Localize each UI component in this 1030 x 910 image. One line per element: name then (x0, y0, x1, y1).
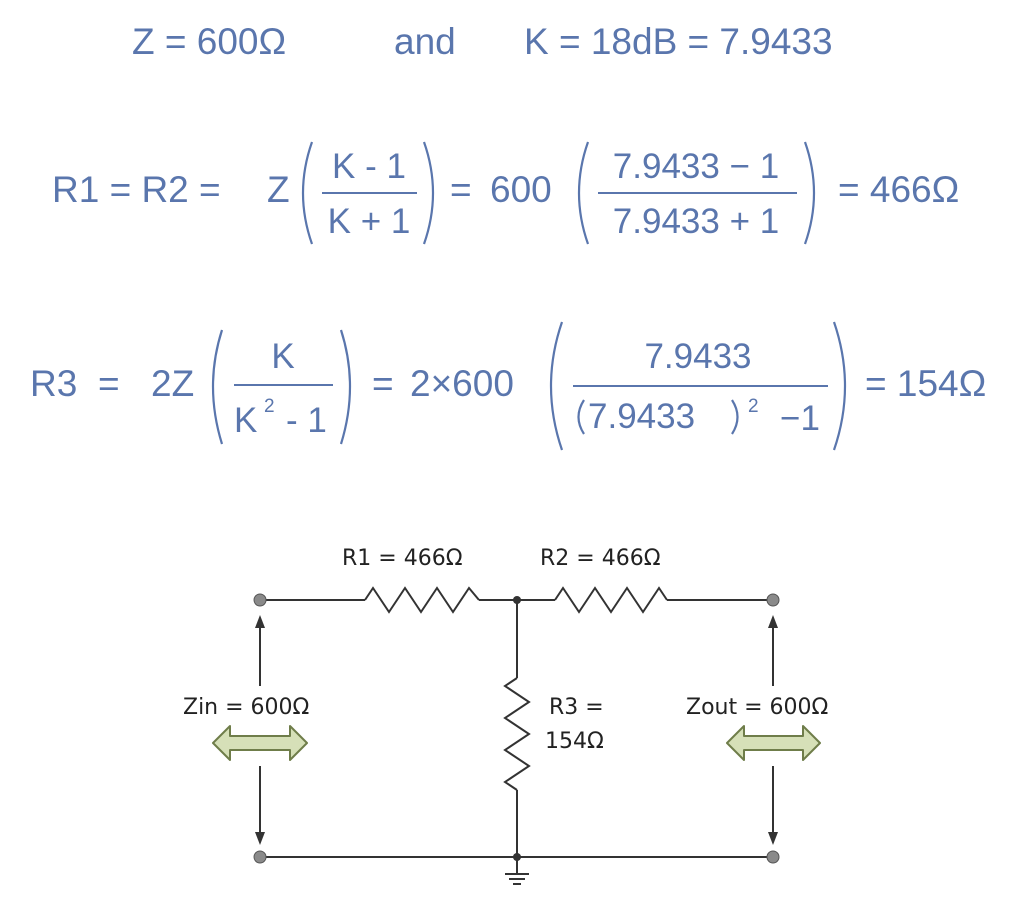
arrow-down-icon (768, 766, 778, 845)
eq2-den-exponent: 2 (264, 396, 275, 417)
eq1-z-symbol: Z (267, 169, 290, 210)
eq2-coef-value: 2×600 (410, 363, 514, 404)
output-terminal-bottom (766, 850, 780, 864)
eq2-inner-right-paren (731, 399, 739, 435)
input-terminal-top (253, 593, 267, 607)
arrow-up-icon (255, 615, 265, 686)
zin-label: Zin = 600Ω (183, 695, 309, 720)
zout-label: Zout = 600Ω (686, 695, 828, 720)
double-arrow-icon (212, 725, 308, 761)
r3-label-line1: R3 = (549, 695, 604, 720)
eq2-left-paren (211, 329, 224, 445)
eq2-numerator: K (271, 337, 294, 376)
eq2-equals: = (372, 363, 394, 404)
eq1-denominator: K + 1 (328, 202, 411, 241)
eq1-left-paren (301, 141, 314, 245)
eq2-value-den-exponent: 2 (748, 396, 759, 417)
eq2-equals-sign: = (98, 363, 120, 404)
resistor-icon (364, 586, 480, 614)
junction-dot (513, 853, 521, 861)
t-pad-circuit: R1 = 466Ω R2 = 466Ω R3 = 154Ω Zin = 600Ω… (183, 546, 828, 885)
eq2-lhs: R3 (30, 363, 77, 404)
eq1-value-left-paren (577, 141, 590, 245)
resistor-icon (503, 677, 531, 791)
equation-r1-r2: R1 = R2 = Z K - 1 K + 1 = 600 7.9433 − 1… (52, 141, 959, 245)
eq2-right-paren (339, 329, 352, 445)
arrow-down-icon (255, 766, 265, 845)
header-line: Z = 600Ω and K = 18dB = 7.9433 (132, 21, 833, 62)
ground-icon (505, 857, 529, 885)
eq2-coef-symbol: 2Z (151, 363, 194, 404)
eq2-value-numerator: 7.9433 (644, 337, 751, 376)
eq1-equals: = (450, 169, 472, 210)
eq1-result: = 466Ω (838, 169, 959, 210)
eq2-inner-left-paren (577, 399, 585, 435)
r1-label: R1 = 466Ω (342, 546, 463, 571)
eq2-value-den: 7.9433 (588, 397, 695, 436)
eq1-numerator: K - 1 (332, 147, 406, 186)
output-terminal-top (766, 593, 780, 607)
arrow-up-icon (768, 615, 778, 686)
header-and: and (394, 21, 456, 62)
eq1-value-numerator: 7.9433 − 1 (613, 147, 779, 186)
header-k-value: K = 18dB = 7.9433 (524, 21, 833, 62)
eq2-value-right-paren (832, 321, 847, 451)
eq2-value-left-paren (549, 321, 564, 451)
eq2-value-den-rest: −1 (780, 399, 820, 438)
r2-label: R2 = 466Ω (540, 546, 661, 571)
input-terminal-bottom (253, 850, 267, 864)
eq2-result: = 154Ω (865, 363, 986, 404)
eq2-den-k: K (234, 401, 257, 440)
eq1-coefficient: 600 (490, 169, 552, 210)
eq2-den-rest: - 1 (286, 401, 327, 440)
eq1-right-paren (422, 141, 435, 245)
eq1-value-right-paren (803, 141, 816, 245)
r3-label-line2: 154Ω (545, 729, 604, 754)
eq1-lhs: R1 = R2 = (52, 169, 221, 210)
header-z-value: Z = 600Ω (132, 21, 286, 62)
double-arrow-icon (726, 725, 821, 761)
junction-dot (513, 596, 521, 604)
eq1-value-denominator: 7.9433 + 1 (613, 202, 779, 241)
resistor-icon (554, 586, 668, 614)
equation-r3: R3 = 2Z K K 2 - 1 = 2×600 7.9433 7.9433 … (30, 321, 986, 451)
